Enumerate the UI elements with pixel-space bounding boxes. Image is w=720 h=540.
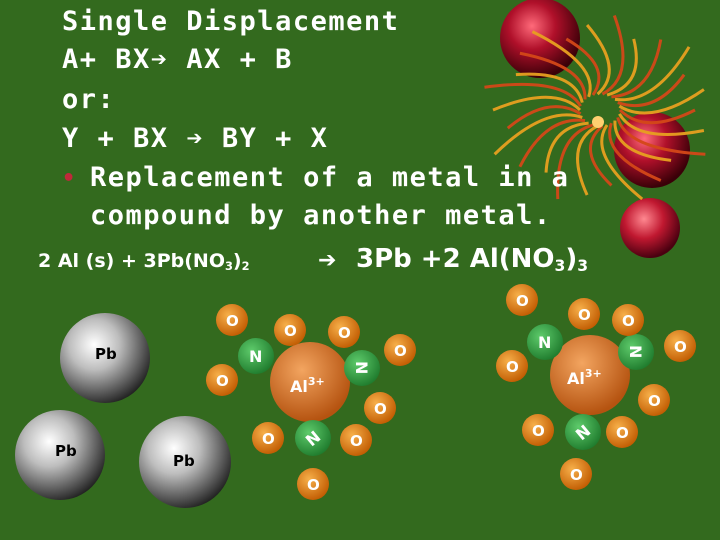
equation-arrow: ➔ xyxy=(318,248,336,273)
title-line-4: Y + BX ➔ BY + X xyxy=(62,123,328,154)
arrow-icon: ➔ xyxy=(318,248,337,273)
bullet-line-2: compound by another metal. xyxy=(90,200,552,231)
equation-left: 2 Al (s) + 3Pb(NO3)2 xyxy=(38,250,250,273)
title-line-1: Single Displacement xyxy=(62,6,400,37)
bullet-icon: • xyxy=(62,166,76,191)
reaction-left: Y + BX xyxy=(62,123,169,154)
arrow-icon: ➔ xyxy=(150,44,169,75)
bullet-line-1: Replacement of a metal in a xyxy=(90,162,570,193)
reaction-right: BY + X xyxy=(204,123,329,154)
reaction-right: AX + B xyxy=(168,44,293,75)
title-line-3: or: xyxy=(62,84,116,115)
title-line-2: A+ BX➔ AX + B xyxy=(62,44,293,75)
equation-right: 3Pb +2 Al(NO3)3 xyxy=(356,244,589,275)
arrow-icon: ➔ xyxy=(186,123,205,154)
reaction-left: A+ BX xyxy=(62,44,151,75)
